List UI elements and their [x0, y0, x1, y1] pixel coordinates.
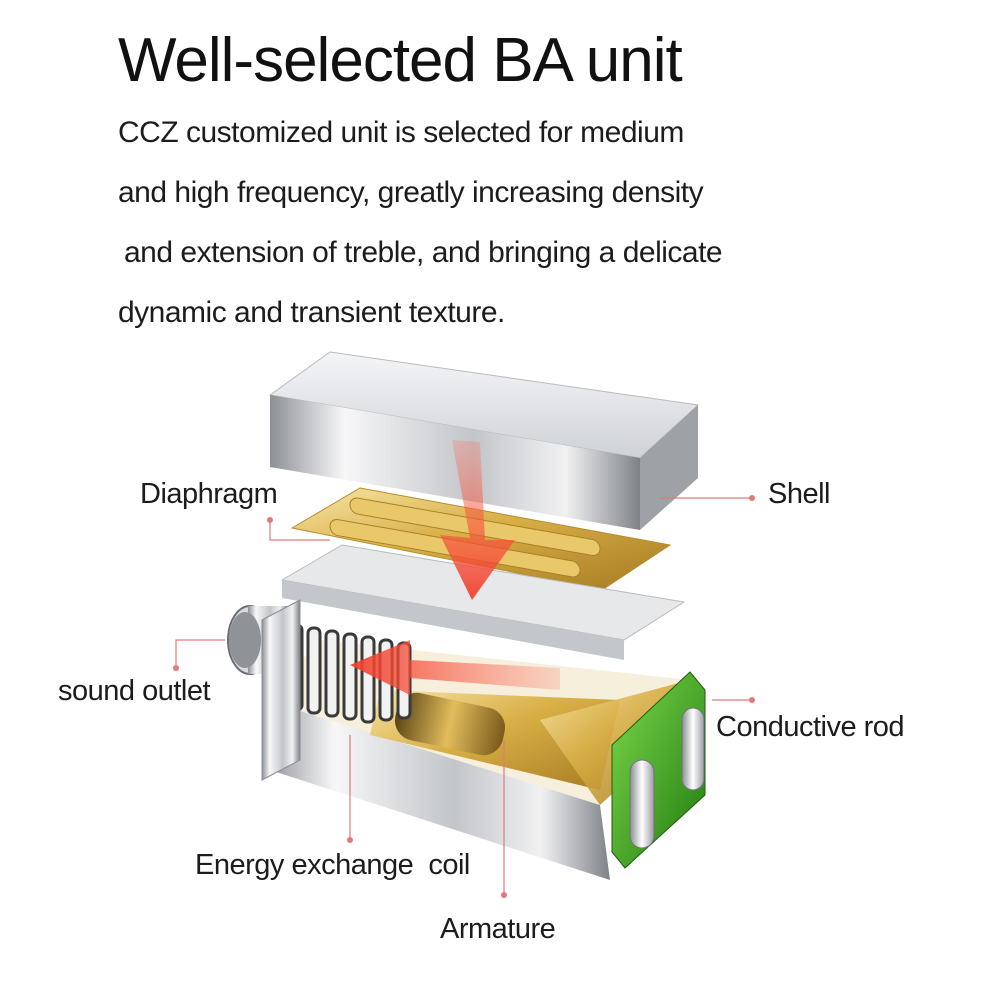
description-line-1: CCZ customized unit is selected for medi…: [118, 116, 684, 149]
description-line-3: and extension of treble, and bringing a …: [124, 236, 723, 269]
shell-part: [268, 351, 700, 530]
leader-dots: [173, 495, 755, 898]
leader-lines: [175, 497, 752, 895]
armature-plate: [280, 544, 686, 660]
label-armature: Armature: [440, 913, 556, 945]
down-arrow-icon: [440, 440, 515, 600]
label-diaphragm: Diaphragm: [140, 478, 278, 510]
description-line-2: and high frequency, greatly increasing d…: [118, 176, 704, 209]
label-energy-exchange-coil: Energy exchange coil: [195, 849, 470, 881]
left-arrow-icon: [350, 640, 560, 695]
label-sound-outlet: sound outlet: [58, 675, 211, 707]
label-conductive-rod: Conductive rod: [716, 711, 905, 743]
page-title: Well-selected BA unit: [118, 26, 683, 95]
label-shell: Shell: [768, 478, 831, 510]
conductive-rod-part: [611, 671, 706, 869]
ba-unit-exploded-illustration: [173, 351, 755, 898]
description-line-4: dynamic and transient texture.: [118, 296, 505, 329]
